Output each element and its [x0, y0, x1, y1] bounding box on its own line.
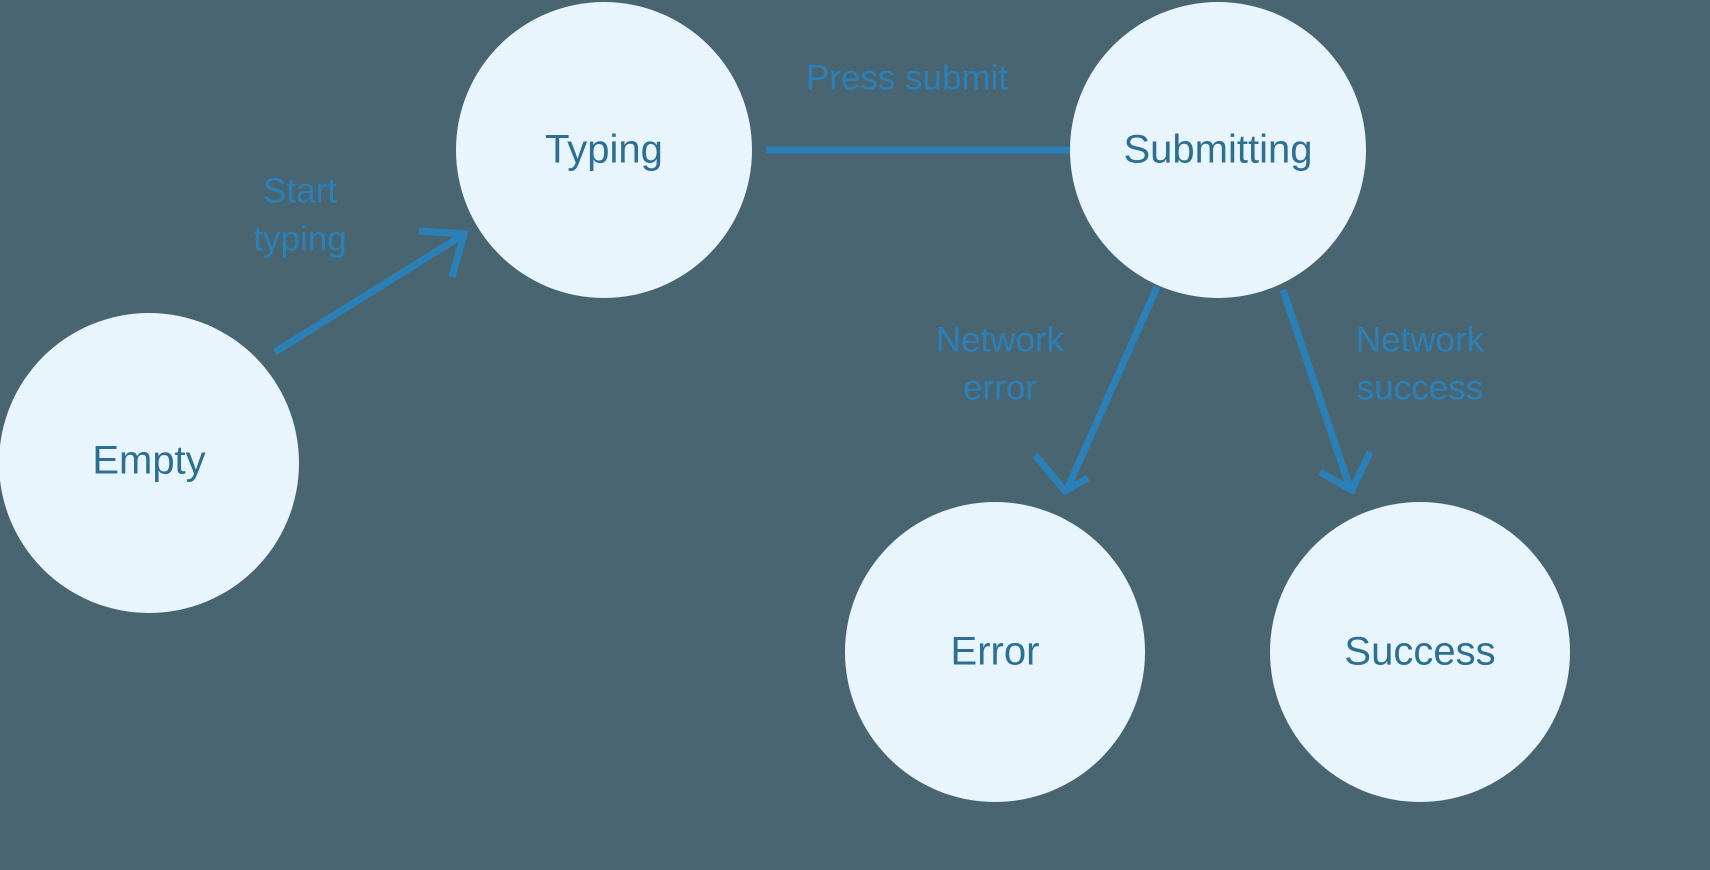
node-success-label: Success [1344, 630, 1495, 674]
edge-label-press-submit-line1: Press submit [806, 58, 1009, 97]
edge-empty-to-typing-arrowhead [418, 227, 469, 278]
node-success[interactable]: Success [1270, 502, 1570, 802]
node-error-label: Error [951, 630, 1040, 674]
node-typing-label: Typing [545, 128, 663, 172]
edge-label-network-success-line2: success [1357, 368, 1483, 407]
edge-submitting-to-success [1279, 288, 1374, 495]
node-typing[interactable]: Typing [456, 2, 752, 298]
edge-submitting-to-error [1032, 285, 1161, 496]
edge-empty-to-typing [273, 227, 469, 355]
edge-label-network-error-line2: error [963, 368, 1037, 407]
edge-label-network-error-line1: Network [936, 320, 1065, 359]
node-submitting-circle[interactable] [1070, 2, 1366, 298]
edge-submitting-to-error-arrowhead [1032, 452, 1090, 496]
edge-label-start-typing-line1: Start [263, 171, 337, 210]
node-submitting-label: Submitting [1124, 128, 1313, 172]
edge-submitting-to-success-line [1279, 288, 1353, 487]
node-error-circle[interactable] [845, 502, 1145, 802]
node-empty-label: Empty [92, 439, 205, 483]
edge-label-start-typing-line2: typing [253, 219, 346, 258]
edge-submitting-to-success-arrowhead [1318, 450, 1374, 495]
edge-label-start-typing: Start typing [253, 171, 346, 258]
edge-label-network-success: Network success [1356, 320, 1485, 407]
node-submitting[interactable]: Submitting [1070, 2, 1366, 298]
edge-label-press-submit: Press submit [806, 58, 1009, 97]
node-typing-circle[interactable] [456, 2, 752, 298]
edge-empty-to-typing-line [273, 230, 468, 355]
node-success-circle[interactable] [1270, 502, 1570, 802]
node-empty-circle[interactable] [0, 313, 299, 613]
edge-label-network-success-line1: Network [1356, 320, 1485, 359]
edge-label-network-error: Network error [936, 320, 1065, 407]
node-error[interactable]: Error [845, 502, 1145, 802]
node-empty[interactable]: Empty [0, 313, 299, 613]
edge-submitting-to-error-line [1064, 285, 1161, 489]
